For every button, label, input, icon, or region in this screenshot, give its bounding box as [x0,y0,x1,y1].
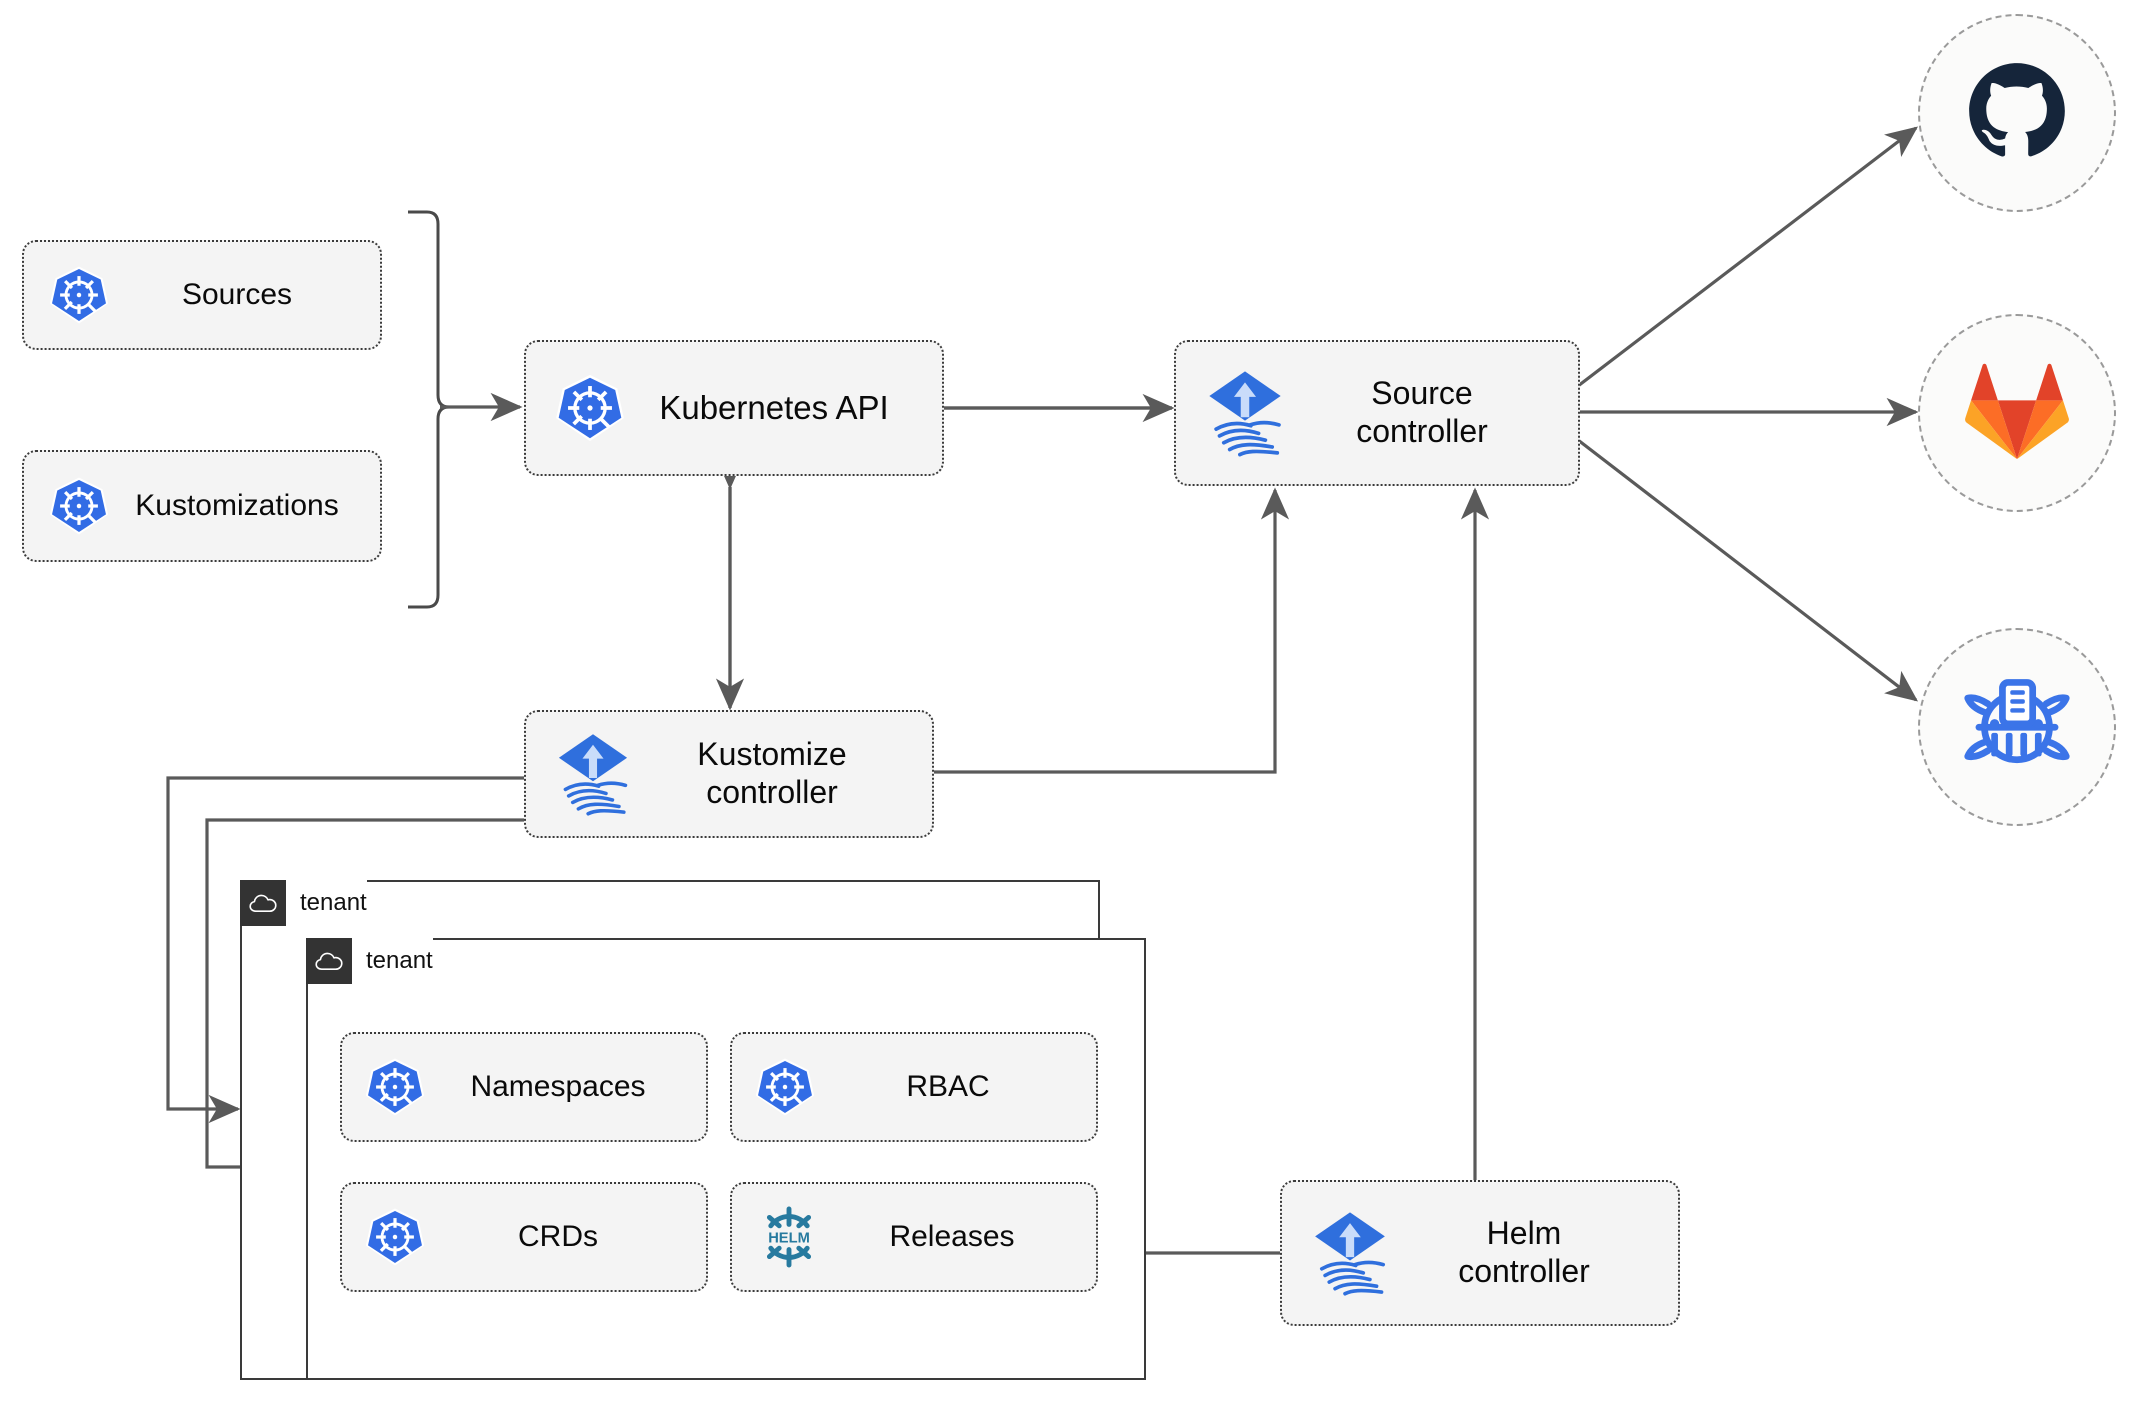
node-label: Kustomize controller [697,736,847,810]
brace-resources [408,210,450,609]
node-namespaces[interactable]: Namespaces [340,1032,708,1142]
helm-icon: HELM [754,1202,824,1272]
node-rbac[interactable]: RBAC [730,1032,1098,1142]
tenant-frame-front[interactable]: tenant [306,938,1146,1380]
edge-source-to-github [1577,126,1919,388]
kubernetes-icon [364,1206,426,1268]
node-label: CRDs [518,1220,598,1254]
tenant-label-front: tenant [366,947,433,974]
node-kustomizations[interactable]: Kustomizations [22,450,382,562]
tenant-title-front: tenant [306,938,433,984]
node-kustomize-controller[interactable]: Kustomize controller [524,710,934,838]
node-releases[interactable]: HELM Releases [730,1182,1098,1292]
node-github[interactable] [1918,14,2116,212]
kubernetes-icon [364,1056,426,1118]
kubernetes-icon [48,475,110,537]
node-label: Namespaces [470,1070,646,1104]
kubernetes-icon [48,264,110,326]
node-label: Kustomizations [135,489,339,523]
node-label: RBAC [906,1070,990,1104]
node-label: Sources [181,278,293,312]
flux-icon [1202,368,1288,458]
kubernetes-icon [554,372,626,444]
node-helm-repository[interactable] [1918,628,2116,826]
cloud-icon [306,938,352,984]
tenant-label-back: tenant [300,889,367,916]
node-kubernetes-api[interactable]: Kubernetes API [524,340,944,476]
node-source-controller[interactable]: Source controller [1174,340,1580,486]
flux-icon [1308,1209,1392,1297]
gitlab-icon [1963,359,2071,468]
edge-source-to-helm-repository [1577,438,1919,702]
github-icon [1965,59,2069,168]
node-label: Kubernetes API [659,388,889,426]
node-helm-controller[interactable]: Helm controller [1280,1180,1680,1326]
flux-icon [552,731,634,817]
node-gitlab[interactable] [1918,314,2116,512]
svg-text:HELM: HELM [768,1231,810,1247]
edge-kustomize-to-source [933,487,1290,774]
kubernetes-icon [754,1056,816,1118]
helm-repository-icon [1961,669,2073,786]
node-sources[interactable]: Sources [22,240,382,350]
cloud-icon [240,880,286,926]
tenant-title-back: tenant [240,880,367,926]
node-crds[interactable]: CRDs [340,1182,708,1292]
node-label: Source controller [1356,375,1488,449]
node-label: Helm controller [1458,1215,1590,1289]
node-label: Releases [889,1220,1015,1254]
